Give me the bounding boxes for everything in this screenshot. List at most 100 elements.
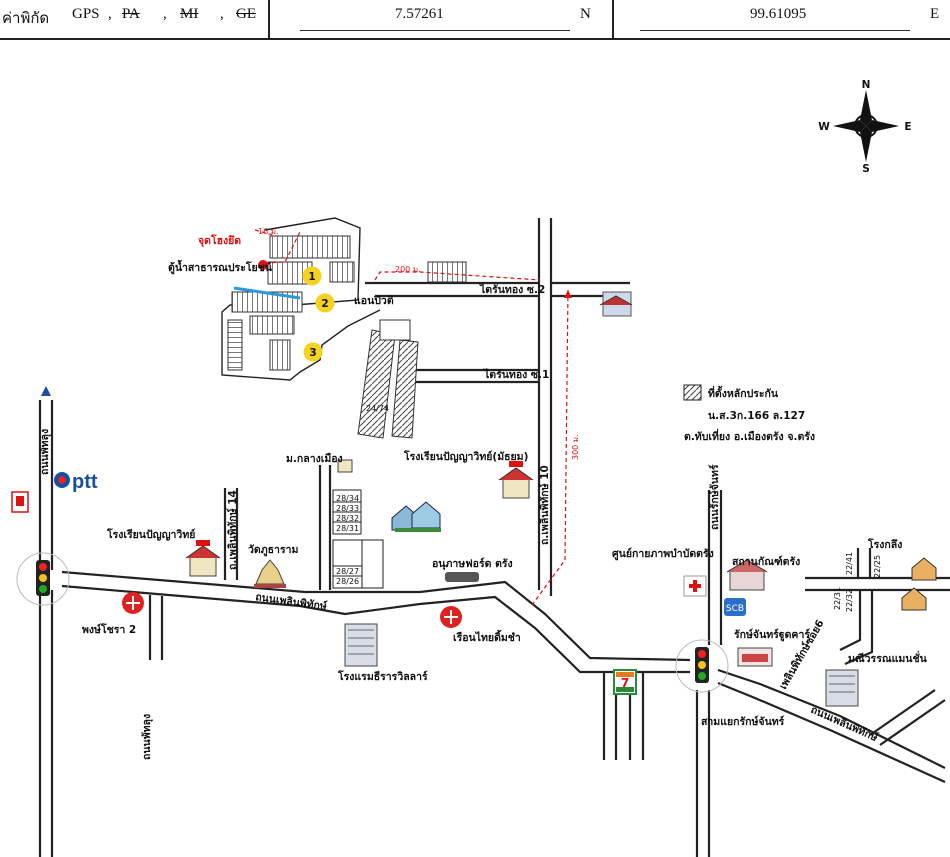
- hospital-cross-icon: [683, 575, 707, 597]
- house-blocks: [332, 489, 384, 589]
- compass-w: W: [818, 121, 830, 133]
- mansion-right-label: มณีวรรณแมนชั่น: [848, 650, 928, 665]
- house-number: 28/26: [336, 577, 359, 586]
- restaurant-icon: [122, 592, 144, 614]
- compass-s: S: [862, 163, 870, 175]
- temple-label: วัดภูธาราม: [248, 544, 298, 557]
- intersection-label: สามแยกรักษ์จันทร์: [701, 715, 785, 728]
- road-rakchan: ถนนรักษ์จันทร์: [708, 464, 721, 530]
- separator: ,: [163, 6, 167, 22]
- house-number: 22/32: [845, 589, 854, 612]
- pongsatorn-label: พงษ์โชรา 2: [82, 623, 136, 636]
- restaurant-icon: [440, 606, 462, 628]
- school-icon: [337, 459, 353, 473]
- svg-text:1: 1: [308, 271, 315, 283]
- houses-icon: [391, 501, 441, 532]
- legend-line1: น.ส.3ก.166 ล.127: [708, 410, 805, 422]
- house-number: 28/31: [336, 524, 359, 533]
- mi-label: MI: [180, 6, 199, 22]
- compass-e: E: [904, 121, 911, 133]
- point-label: จุดโฮงยึด: [198, 234, 241, 248]
- svg-text:7: 7: [621, 676, 629, 690]
- temple-icon: [254, 559, 286, 588]
- compass-rose: N S W E: [818, 79, 911, 175]
- school-left-label: โรงเรียนปัญญาวิทย์: [106, 528, 195, 541]
- blue-bank-icon: SCB: [724, 598, 746, 616]
- car-dealer-icon: [445, 572, 479, 582]
- svg-text:3: 3: [309, 347, 316, 359]
- rakchan-label: รักษ์จันทร์ฐูดคาร์: [734, 628, 810, 642]
- separator: ,: [108, 6, 112, 22]
- house-number: 22/41: [845, 552, 854, 575]
- house-number: 28/27: [336, 567, 359, 576]
- road-main-right: ถนนเพลินพิทักษ์: [809, 703, 880, 744]
- divider: [612, 0, 614, 38]
- factory-label: โรงกลึง: [867, 538, 902, 551]
- school-icon: [185, 540, 221, 577]
- ge-label: GE: [236, 6, 256, 22]
- arrow-icon: [564, 290, 572, 298]
- gas-station-icon: [11, 491, 29, 513]
- coordinate-header: ค่าพิกัด GPS , PA , MI , GE 7.57261 N 99…: [0, 0, 950, 40]
- road-polthong: ถนนพัทลุง: [39, 429, 52, 475]
- latitude-direction: N: [580, 6, 591, 22]
- collateral-parcels: [357, 319, 419, 439]
- longitude-value: 99.61095: [750, 6, 807, 22]
- site-marker-3: 3: [303, 342, 323, 362]
- mansion-label: แอนปิวติ: [354, 295, 394, 307]
- house-number: 22/31: [833, 587, 842, 610]
- svg-text:SCB: SCB: [726, 604, 744, 614]
- traffic-light-icon: [16, 552, 70, 606]
- house-number: 28/34: [336, 494, 359, 503]
- legend: ที่ตั้งหลักประกัน น.ส.3ก.166 ล.127 ต.ทับ…: [683, 384, 815, 443]
- thai-restaurant-label: เรือนไทยดิ้มชำ: [453, 629, 521, 644]
- road-left: ถนนพัทลุง: [141, 714, 154, 760]
- school-icon: [498, 461, 534, 499]
- coord-label: ค่าพิกัด: [2, 11, 50, 27]
- mu-klang-label: ม.กลางเมือง: [286, 452, 343, 465]
- ptt-logo: ptt: [54, 471, 98, 493]
- school-dept-label: โรงเรียนปัญญาวิทย์(มัธยม): [403, 450, 528, 463]
- road-soi10: ถ.เพลินพิทักษ์ 10: [538, 465, 551, 545]
- health-center-label: ศูนย์กายภาพบำบัดตรัง: [612, 547, 714, 561]
- bank-icon: [726, 559, 768, 591]
- house-number: 28/33: [336, 504, 359, 513]
- site-marker-2: 2: [315, 293, 335, 313]
- road-soi14: ถ.เพลินพิทักษ์ 14: [226, 490, 239, 570]
- hotel-building-icon: [344, 623, 378, 667]
- mansion-building-icon: [825, 669, 859, 707]
- road-main: ถนนเพลินพิทักษ์: [255, 590, 328, 613]
- seven-eleven-icon: 7: [613, 669, 637, 695]
- site-marker-1: 1: [302, 266, 322, 286]
- distance-16m: 16 ม.: [258, 227, 279, 236]
- site-blocks: [221, 217, 467, 381]
- house-number: 22/25: [873, 555, 882, 578]
- svg-text:2: 2: [321, 298, 328, 310]
- compass-n: N: [862, 79, 871, 91]
- bank-label: สถานกัณฑ์ตรัง: [732, 555, 800, 568]
- road-soi1: ไตรันทอง ซ.1: [483, 368, 549, 381]
- latitude-value: 7.57261: [395, 6, 444, 22]
- svg-text:ptt: ptt: [72, 471, 98, 493]
- hotel-label: โรงแรมธีรารวิลลาร์: [337, 670, 428, 683]
- location-pin-icon: [258, 260, 268, 270]
- distance-200m: 200 ม.: [395, 265, 421, 274]
- road-network: [38, 218, 950, 857]
- separator: ,: [220, 6, 224, 22]
- building-icon: [599, 291, 633, 317]
- pa-label: PA: [122, 6, 140, 22]
- house-number: 24/74: [366, 404, 389, 413]
- legend-title: ที่ตั้งหลักประกัน: [708, 385, 779, 400]
- route-line: [254, 229, 569, 606]
- house-number: 28/32: [336, 514, 359, 523]
- factory-house-icon: [901, 557, 937, 611]
- gps-label: GPS: [72, 6, 100, 22]
- rakchan-icon: [737, 647, 773, 667]
- ford-label: อนุภาษฟอร์ด ตรัง: [432, 557, 513, 571]
- distance-300m: 300 ม.: [571, 434, 580, 460]
- cabinet-label: ตู้น้ำสาธารณประโยชน์: [168, 259, 273, 275]
- road-soi2: ไตรันทอง ซ.2: [479, 283, 545, 296]
- legend-line2: ต.ทับเที่ยง อ.เมืองตรัง จ.ตรัง: [684, 428, 815, 443]
- longitude-direction: E: [930, 6, 940, 22]
